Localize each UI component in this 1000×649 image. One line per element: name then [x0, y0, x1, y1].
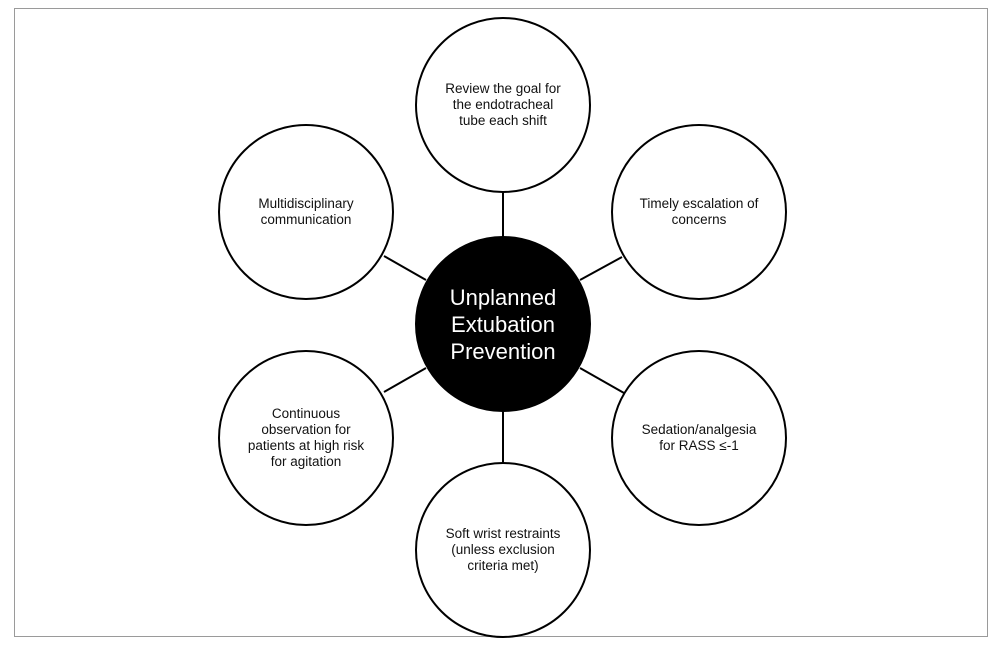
node-lower-right-label: Sedation/analgesia for RASS ≤-1 — [641, 422, 757, 453]
node-lower-right: Sedation/analgesia for RASS ≤-1 — [611, 350, 787, 526]
connector-lower-left — [383, 367, 427, 393]
node-upper-left-label: Multidisciplinary communication — [258, 196, 354, 227]
connector-upper-left — [383, 255, 427, 281]
node-lower-left-label: Continuous observation for patients at h… — [247, 406, 365, 469]
node-bottom-label: Soft wrist restraints (unless exclusion … — [445, 526, 561, 573]
connector-lower-right — [579, 367, 625, 394]
node-bottom: Soft wrist restraints (unless exclusion … — [415, 462, 591, 638]
node-top-label: Review the goal for the endotracheal tub… — [445, 81, 561, 128]
connector-upper-right — [579, 256, 623, 281]
node-upper-right-label: Timely escalation of concerns — [639, 196, 759, 227]
center-node: Unplanned Extubation Prevention — [415, 236, 591, 412]
node-upper-left: Multidisciplinary communication — [218, 124, 394, 300]
node-upper-right: Timely escalation of concerns — [611, 124, 787, 300]
node-lower-left: Continuous observation for patients at h… — [218, 350, 394, 526]
center-label: Unplanned Extubation Prevention — [449, 284, 557, 364]
node-top: Review the goal for the endotracheal tub… — [415, 17, 591, 193]
